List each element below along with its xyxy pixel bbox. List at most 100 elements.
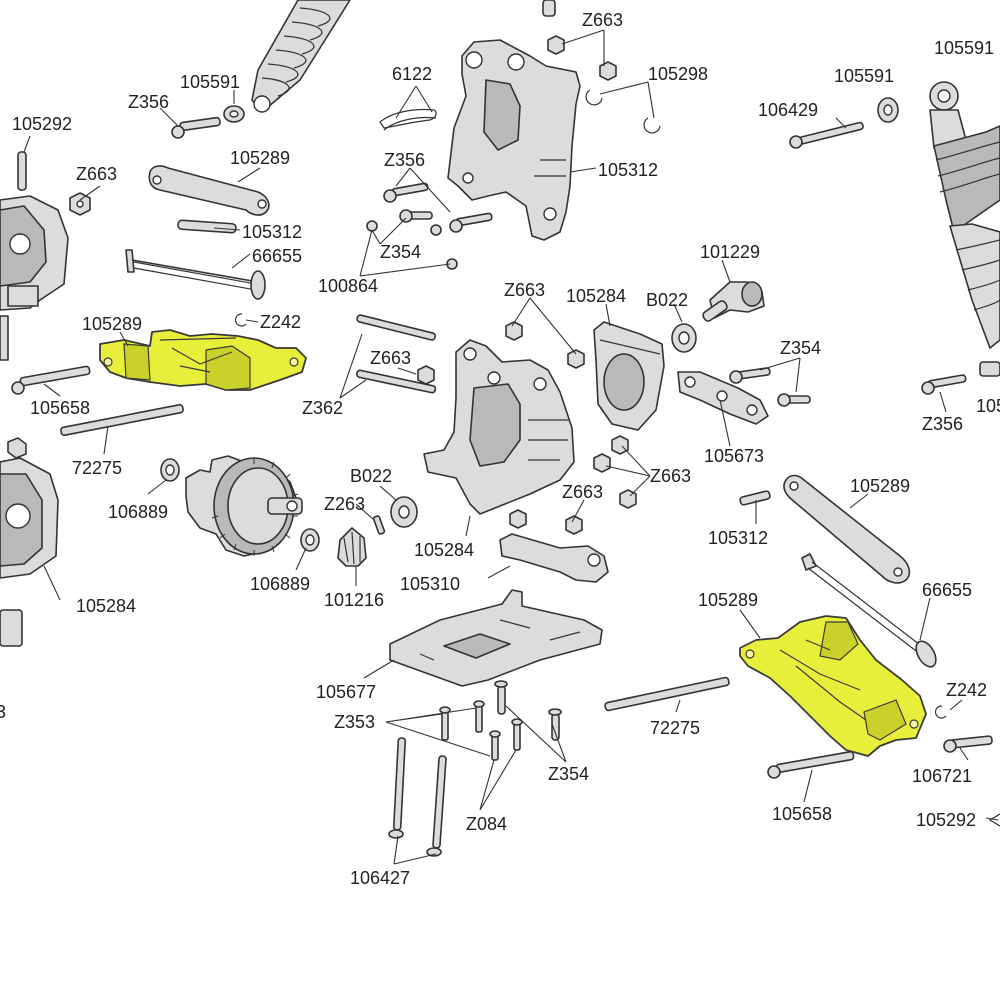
part-labels: Z663 105591 105591 105591 Z356 6122 1052… [0, 10, 1000, 888]
suspension-arm-highlighted-left [99, 329, 307, 391]
e-clip-z242-left [234, 313, 247, 327]
label-100864: 100864 [318, 276, 378, 296]
label-105-partial: 105 [976, 396, 1000, 416]
label-106721: 106721 [912, 766, 972, 786]
gearbox-left-top [0, 195, 69, 311]
screws-z353 [439, 700, 485, 741]
pinion-gear-101216 [337, 527, 367, 567]
bearing-105591-left [223, 105, 245, 123]
motor-mount-105310 [499, 533, 609, 583]
hinge-pin-105658-left [11, 365, 91, 395]
label-106889-a: 106889 [108, 502, 168, 522]
shock-absorber-right [929, 81, 1000, 349]
drive-shaft-66655-right [801, 553, 937, 668]
label-105284-b: 105284 [414, 540, 474, 560]
drive-shaft-66655-top [125, 249, 266, 300]
label-z356-a: Z356 [128, 92, 169, 112]
label-72275-b: 72275 [650, 718, 700, 738]
pin-left-edge [0, 315, 9, 361]
label-partial-left: 3 [0, 702, 6, 722]
label-6122: 6122 [392, 64, 432, 84]
label-z356-c: Z356 [922, 414, 963, 434]
label-z362: Z362 [302, 398, 343, 418]
label-z663-f: Z663 [562, 482, 603, 502]
pin-top [542, 0, 556, 17]
label-z354-b: Z354 [780, 338, 821, 358]
label-105677: 105677 [316, 682, 376, 702]
nut-z663-tower-b [599, 61, 617, 81]
gearbox-cover-105284 [593, 321, 665, 431]
nut-z663-mid [417, 365, 435, 385]
screws-z356-center [366, 182, 493, 270]
label-66655-a: 66655 [252, 246, 302, 266]
nut-z663-left [69, 192, 91, 216]
label-105591-c: 105591 [934, 38, 994, 58]
pin-105292-right [988, 813, 1000, 827]
label-101216: 101216 [324, 590, 384, 610]
nuts-z663-group [509, 435, 637, 535]
label-105289-d: 105289 [698, 590, 758, 610]
label-105289-a: 105289 [230, 148, 290, 168]
bulkhead-105284-center [423, 339, 575, 515]
screws-z354-bottom [494, 680, 562, 741]
label-b022-b: B022 [350, 466, 392, 486]
label-105284-a: 105284 [566, 286, 626, 306]
turnbuckle-105289-top [148, 165, 270, 216]
label-z354-a: Z354 [380, 242, 421, 262]
gearbox-105284-left [0, 437, 59, 647]
screws-z354-right [729, 367, 811, 407]
label-105658-a: 105658 [30, 398, 90, 418]
e-clip-z242-right [934, 705, 947, 719]
label-z663-a: Z663 [582, 10, 623, 30]
label-66655-b: 66655 [922, 580, 972, 600]
label-105284-c: 105284 [76, 596, 136, 616]
label-z353: Z353 [334, 712, 375, 732]
label-105292-b: 105292 [916, 810, 976, 830]
bearing-106889-bottom [300, 528, 320, 552]
outdrive-101229 [702, 281, 765, 322]
label-105312-a: 105312 [598, 160, 658, 180]
clip-105298-b [643, 117, 661, 134]
hinge-pin-72275-left [60, 403, 184, 437]
leader-lines [23, 29, 999, 865]
label-z663-e: Z663 [650, 466, 691, 486]
label-72275-a: 72275 [72, 458, 122, 478]
bearing-105591-right [877, 97, 899, 123]
label-106427: 106427 [350, 868, 410, 888]
bearing-106889-top [160, 458, 180, 482]
pin-105312-right [739, 490, 771, 506]
screw-106721 [943, 735, 993, 753]
label-z663-c: Z663 [504, 280, 545, 300]
label-106429: 106429 [758, 100, 818, 120]
hinge-pin-105658-right [767, 750, 855, 779]
label-106889-b: 106889 [250, 574, 310, 594]
label-105310: 105310 [400, 574, 460, 594]
label-105289-c: 105289 [850, 476, 910, 496]
pin-105312-left [177, 219, 237, 234]
label-z084: Z084 [466, 814, 507, 834]
label-105298: 105298 [648, 64, 708, 84]
screws-z084 [489, 718, 523, 761]
bearing-b022-right [671, 323, 697, 353]
label-105591-a: 105591 [180, 72, 240, 92]
pin-z263 [372, 515, 386, 535]
label-b022-a: B022 [646, 290, 688, 310]
screws-106427 [388, 737, 447, 857]
nut-z663-bulkhead-b [567, 349, 585, 369]
label-z242-a: Z242 [260, 312, 301, 332]
label-z354-c: Z354 [548, 764, 589, 784]
label-105312-b: 105312 [242, 222, 302, 242]
label-105673: 105673 [704, 446, 764, 466]
label-z242-b: Z242 [946, 680, 987, 700]
plate-105673 [677, 371, 769, 425]
pin-105292-left [17, 151, 27, 191]
shock-absorber-top-left [251, 0, 351, 113]
screw-z356-right [921, 361, 1000, 395]
label-101229: 101229 [700, 242, 760, 262]
nut-z663-bulkhead-a [505, 321, 523, 341]
label-z663-d: Z663 [370, 348, 411, 368]
differential [185, 455, 303, 557]
hinge-pin-72275-right [604, 676, 730, 712]
